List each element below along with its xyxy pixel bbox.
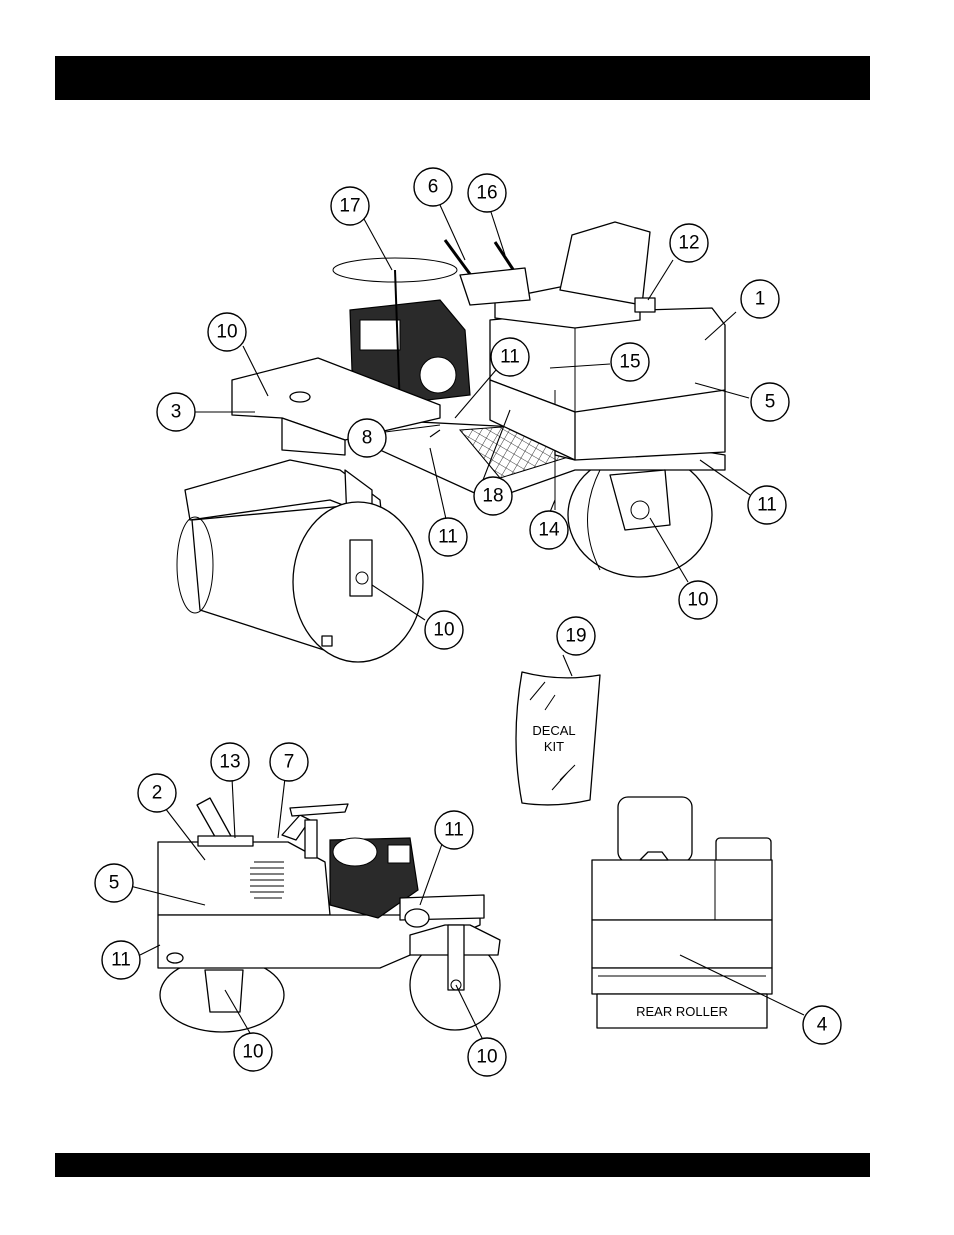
lever-housing <box>460 268 530 305</box>
callout-14: 14 <box>530 511 568 549</box>
svg-text:5: 5 <box>765 392 776 413</box>
callout-16: 16 <box>468 174 506 212</box>
callout-1: 1 <box>741 280 779 318</box>
svg-text:14: 14 <box>538 520 560 541</box>
svg-text:11: 11 <box>111 950 131 971</box>
callout-15: 15 <box>611 343 649 381</box>
decal-kit-sheet: DECAL KIT <box>516 672 600 805</box>
rear-view: REAR ROLLER <box>592 797 772 1028</box>
callout-6: 6 <box>414 168 452 206</box>
svg-text:3: 3 <box>171 402 182 423</box>
callout-11-a: 11 <box>491 338 529 376</box>
svg-text:11: 11 <box>757 495 777 516</box>
svg-text:11: 11 <box>438 527 458 548</box>
callout-7: 7 <box>270 743 308 781</box>
rear-roller-label: REAR ROLLER <box>636 1004 728 1019</box>
callout-12: 12 <box>670 224 708 262</box>
callout-3: 3 <box>157 393 195 431</box>
svg-text:13: 13 <box>219 752 240 773</box>
callout-11-e: 11 <box>102 941 140 979</box>
callout-10-e: 10 <box>468 1038 506 1076</box>
svg-text:19: 19 <box>565 626 586 647</box>
callout-10-a: 10 <box>208 313 246 351</box>
svg-text:18: 18 <box>482 486 503 507</box>
svg-text:1: 1 <box>755 289 766 310</box>
decal-kit-label-2: KIT <box>544 739 564 754</box>
isometric-view <box>177 222 725 662</box>
svg-text:10: 10 <box>476 1047 497 1068</box>
callout-13: 13 <box>211 743 249 781</box>
svg-text:17: 17 <box>339 196 360 217</box>
callout-10-b: 10 <box>679 581 717 619</box>
svg-text:15: 15 <box>619 352 640 373</box>
callout-10-c: 10 <box>425 611 463 649</box>
callout-4: 4 <box>803 1006 841 1044</box>
fuel-cap <box>635 298 655 312</box>
svg-text:4: 4 <box>817 1015 828 1036</box>
svg-text:11: 11 <box>444 820 464 841</box>
svg-text:2: 2 <box>152 783 163 804</box>
callout-8: 8 <box>348 419 386 457</box>
callout-10-d: 10 <box>234 1033 272 1071</box>
svg-text:10: 10 <box>687 590 708 611</box>
svg-text:10: 10 <box>242 1042 263 1063</box>
svg-text:10: 10 <box>216 322 237 343</box>
callout-18: 18 <box>474 477 512 515</box>
callout-11-c: 11 <box>429 518 467 556</box>
svg-text:5: 5 <box>109 873 120 894</box>
rear-body-lower-view <box>592 920 772 968</box>
svg-text:7: 7 <box>284 752 295 773</box>
svg-text:11: 11 <box>500 347 520 368</box>
decal-kit-label-1: DECAL <box>532 723 575 738</box>
svg-text:16: 16 <box>476 183 497 204</box>
callout-11-b: 11 <box>748 486 786 524</box>
callout-2: 2 <box>138 774 176 812</box>
seat-back <box>560 222 650 305</box>
svg-text:8: 8 <box>362 428 373 449</box>
callout-5-a: 5 <box>751 383 789 421</box>
callout-17: 17 <box>331 187 369 225</box>
callout-5-b: 5 <box>95 864 133 902</box>
callout-11-d: 11 <box>435 811 473 849</box>
side-body-upper <box>158 842 330 915</box>
svg-text:6: 6 <box>428 177 439 198</box>
svg-text:12: 12 <box>678 233 699 254</box>
rear-roller-view <box>592 968 772 994</box>
rear-body-upper-view <box>592 860 772 920</box>
callout-19: 19 <box>557 617 595 655</box>
svg-text:10: 10 <box>433 620 454 641</box>
